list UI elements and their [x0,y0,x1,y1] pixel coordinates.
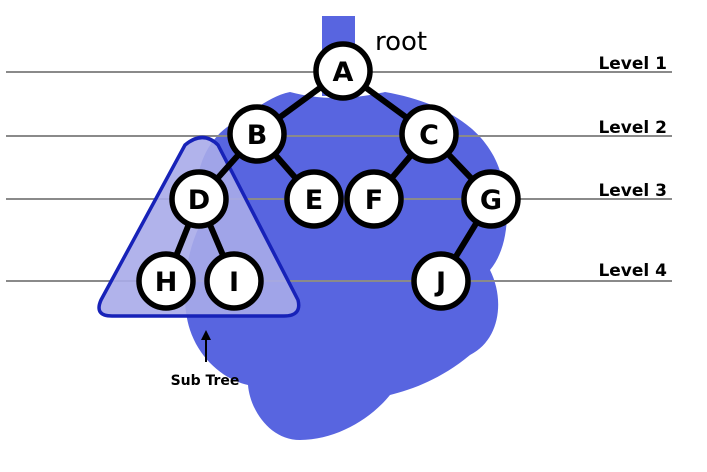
blob-shape [184,92,507,440]
node-E: E [284,169,344,229]
node-I: I [204,251,264,311]
node-D: D [169,169,229,229]
node-A: A [313,41,373,101]
node-circle [344,169,404,229]
node-H: H [136,251,196,311]
node-circle [411,251,471,311]
level-3-label: Level 3 [598,181,667,201]
node-circle [399,104,459,164]
node-circle [227,104,287,164]
node-label: B [247,120,268,151]
node-C: C [399,104,459,164]
subtree-arrow-icon [201,330,211,362]
node-label: G [480,185,502,216]
node-label: A [333,57,354,88]
node-B: B [227,104,287,164]
level-1-label: Level 1 [598,54,667,74]
node-circle [284,169,344,229]
root-label: root [375,27,427,57]
node-label: I [229,267,239,298]
node-F: F [344,169,404,229]
node-label: F [365,185,383,216]
node-label: H [155,267,178,298]
node-circle [169,169,229,229]
node-label: C [419,120,439,151]
node-G: G [461,169,521,229]
node-J: J [411,251,471,311]
level-2-label: Level 2 [598,118,667,138]
subtree-label: Sub Tree [171,373,240,389]
node-circle [461,169,521,229]
node-circle [313,41,373,101]
tree-nodes: A B C D E F G H I J [136,41,521,311]
node-label: J [434,267,446,298]
level-4-label: Level 4 [598,261,667,281]
node-label: E [305,185,323,216]
node-circle [136,251,196,311]
node-label: D [188,185,210,216]
node-circle [204,251,264,311]
